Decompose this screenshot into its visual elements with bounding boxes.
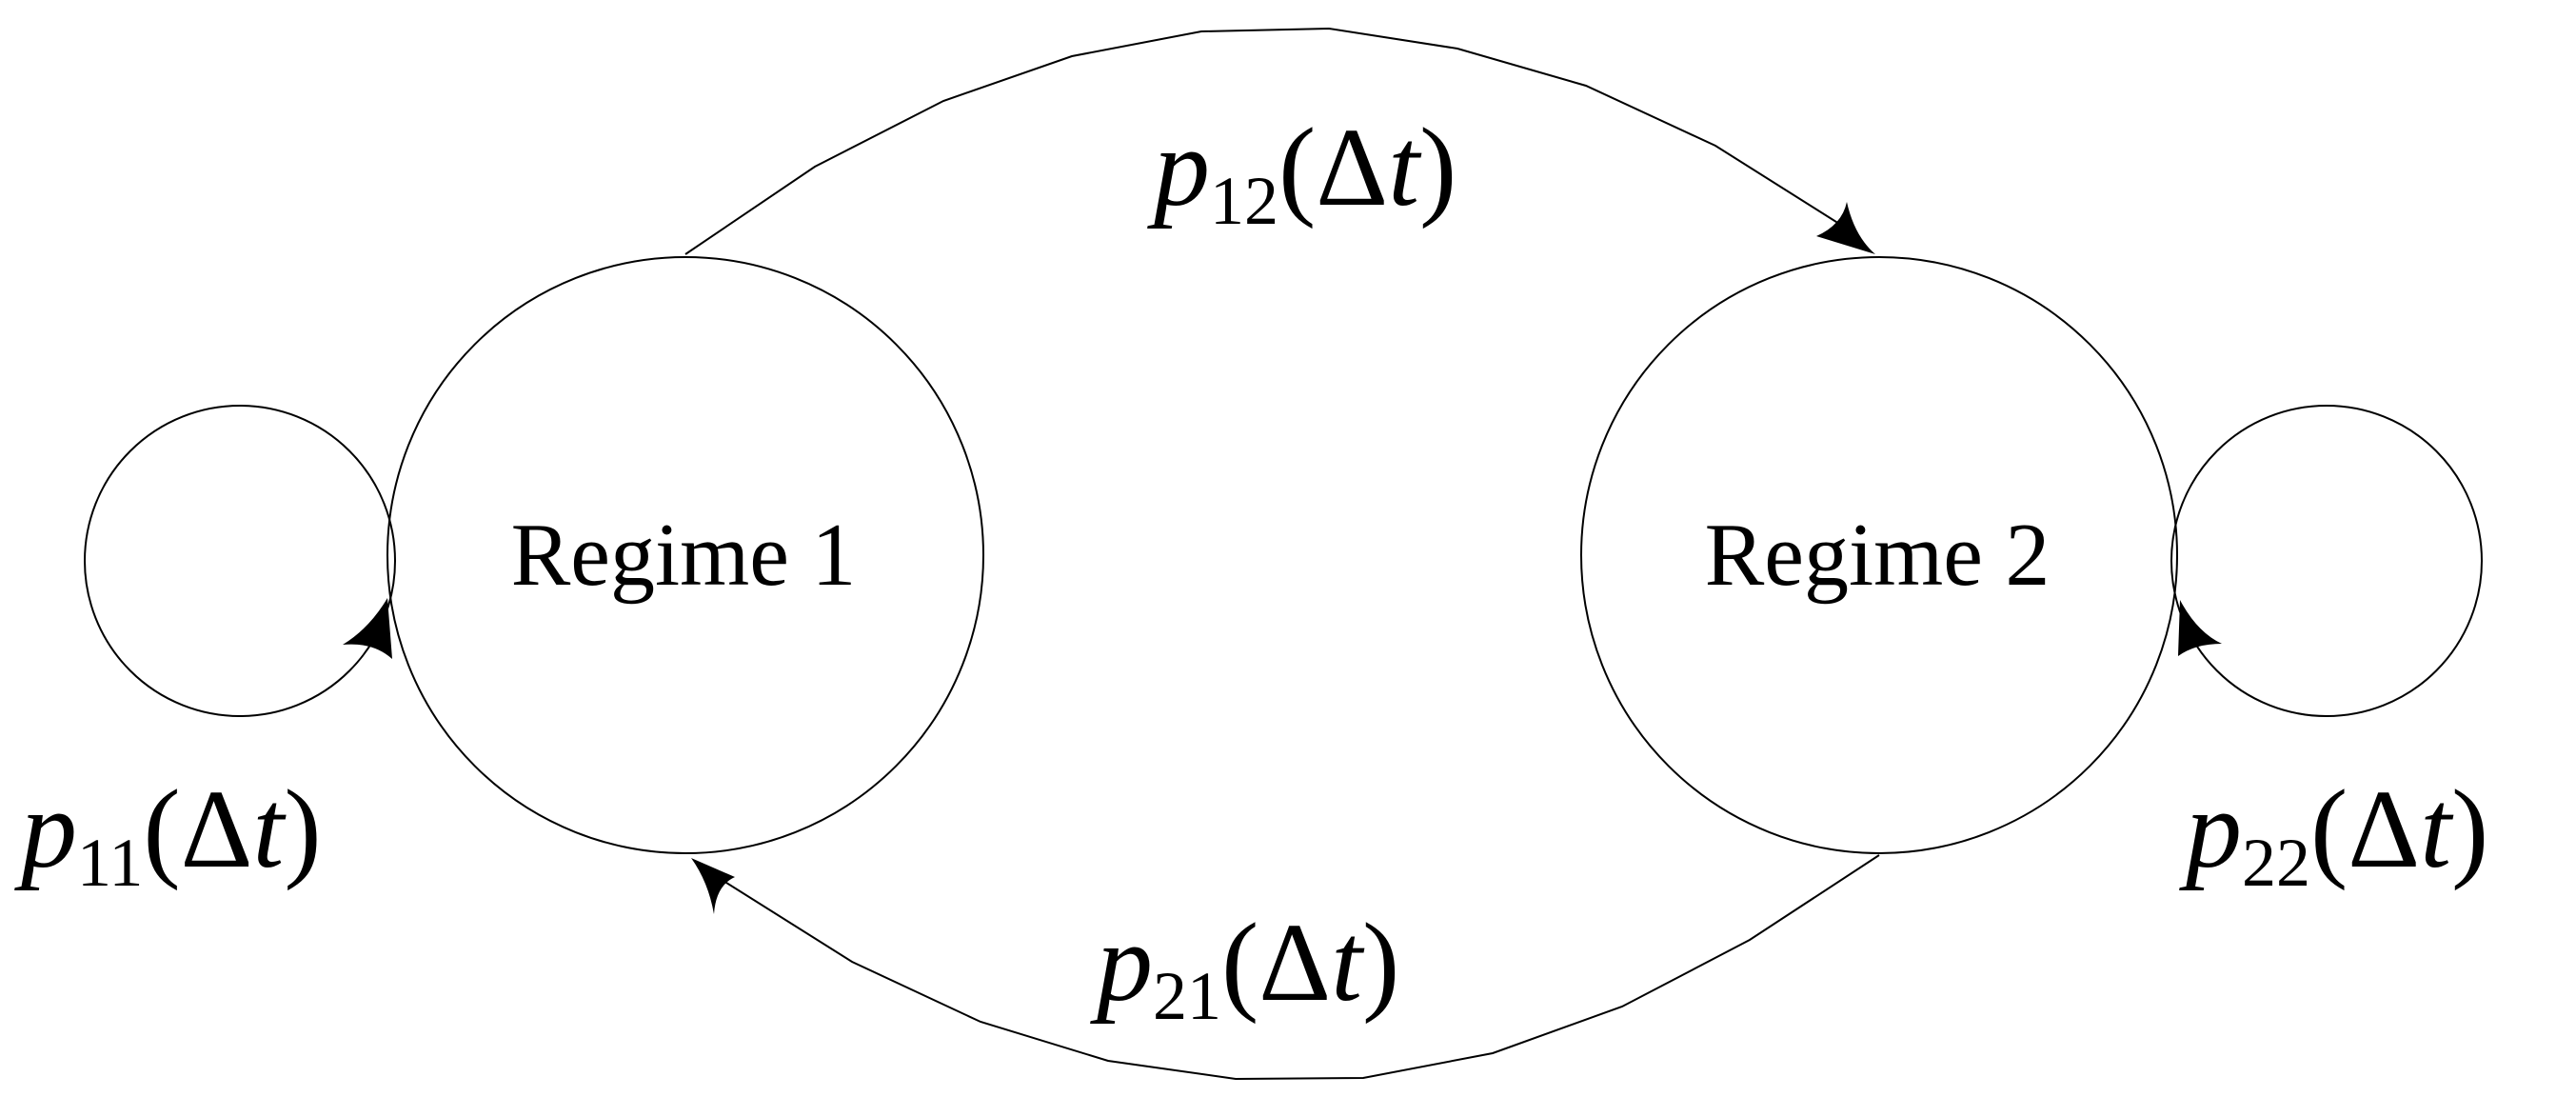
edge-regime-1-to-regime-2	[684, 27, 1848, 255]
p21-t: t	[1331, 900, 1365, 1025]
regime-2-label: Regime 2	[1705, 506, 2051, 605]
p22-open-paren: (	[2310, 767, 2348, 891]
p22-subscript: 22	[2242, 825, 2310, 901]
p11-close-paren: )	[284, 767, 321, 891]
p21-open-paren: (	[1221, 900, 1258, 1025]
p21-var: p	[1090, 900, 1153, 1025]
transition-label-p11: p11(Δt)	[14, 767, 322, 901]
p11-open-paren: (	[143, 767, 180, 891]
p22-t: t	[2420, 767, 2454, 891]
p12-open-paren: (	[1278, 105, 1316, 229]
arrowhead-self-loop-regime-1	[343, 598, 392, 659]
transition-label-p21: p21(Δt)	[1090, 900, 1399, 1034]
regime-2-node	[1580, 256, 2178, 854]
arrowhead-self-loop-regime-2	[2178, 600, 2222, 656]
p11-t: t	[253, 767, 287, 891]
p22-close-paren: )	[2451, 767, 2488, 891]
p22-var: p	[2179, 767, 2242, 891]
p12-var: p	[1147, 105, 1210, 229]
p12-close-paren: )	[1419, 105, 1456, 229]
p22-delta: Δ	[2348, 767, 2420, 891]
p12-t: t	[1388, 105, 1422, 229]
p21-delta: Δ	[1258, 900, 1331, 1025]
p21-close-paren: )	[1362, 900, 1399, 1025]
p11-delta: Δ	[181, 767, 253, 891]
p11-var: p	[14, 767, 77, 891]
self-loop-regime-1	[84, 405, 396, 717]
p12-delta: Δ	[1316, 105, 1388, 229]
regime-1-label: Regime 1	[511, 506, 857, 605]
p21-subscript: 21	[1153, 958, 1221, 1034]
arrowhead-regime-2-to-regime-1	[691, 858, 735, 914]
transition-label-p22: p22(Δt)	[2179, 767, 2488, 901]
p12-subscript: 12	[1210, 163, 1278, 239]
regime-1-node	[386, 256, 984, 854]
transition-label-p12: p12(Δt)	[1147, 105, 1456, 239]
self-loop-regime-2	[2170, 405, 2483, 717]
p11-subscript: 11	[77, 825, 143, 901]
edge-regime-2-to-regime-1	[723, 854, 1880, 1081]
arrowhead-regime-1-to-regime-2	[1816, 202, 1875, 254]
